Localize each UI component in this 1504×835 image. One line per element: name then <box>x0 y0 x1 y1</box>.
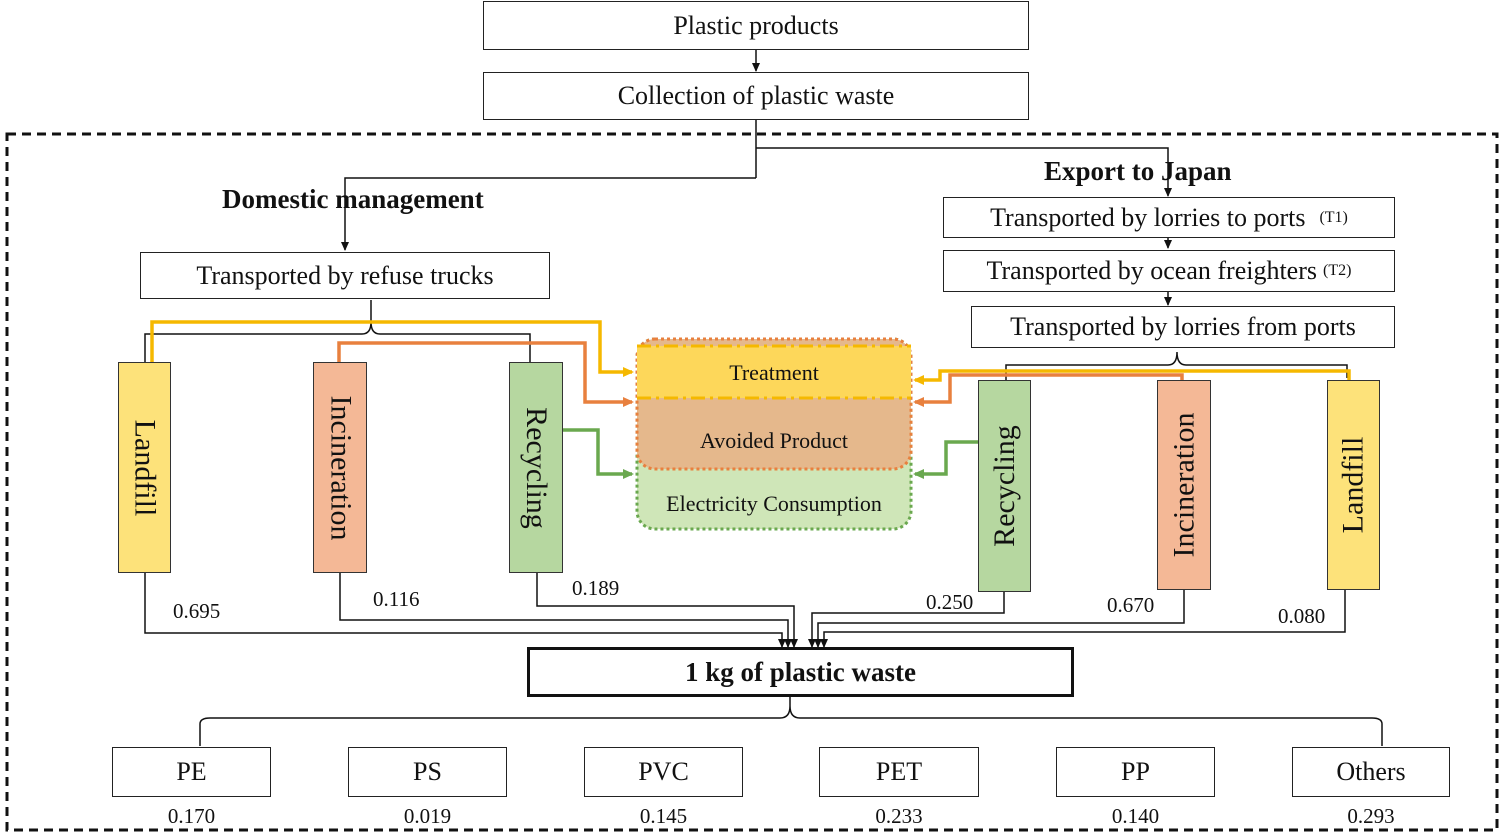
export-landfill-label: Landfill <box>1336 436 1370 534</box>
domestic-recycling-label: Recycling <box>520 406 554 529</box>
composition-ps-value: 0.019 <box>403 804 452 828</box>
flow-export-landfill-to-fu <box>820 590 1346 648</box>
composition-pet-value: 0.233 <box>875 804 923 828</box>
t2-tag: (T2) <box>1323 262 1352 279</box>
treatment-label: Treatment <box>729 360 819 385</box>
domestic-landfill-label: Landfill <box>128 419 162 516</box>
lorries-to-ports-label: Transported by lorries to ports <box>990 202 1306 232</box>
export-heading: Export to Japan <box>1044 156 1232 186</box>
composition-pet-box: PET <box>819 747 979 797</box>
composition-others-box: Others <box>1292 747 1450 797</box>
avoided-product-label: Avoided Product <box>699 428 849 453</box>
composition-pp-value: 0.140 <box>1111 804 1160 828</box>
composition-pvc-box: PVC <box>584 747 743 797</box>
composition-pe-box: PE <box>112 747 271 797</box>
domestic-recycling-value: 0.189 <box>572 576 620 600</box>
domestic-heading: Domestic management <box>222 184 484 214</box>
functional-unit-box: 1 kg of plastic waste <box>527 647 1074 697</box>
composition-ps-box: PS <box>348 747 507 797</box>
export-recycling-box: Recycling <box>978 380 1031 592</box>
export-landfill-box: Landfill <box>1327 380 1380 590</box>
flow-export-incineration-to-treatment <box>913 373 1184 407</box>
refuse-trucks-box: Transported by refuse trucks <box>140 252 550 299</box>
lorries-from-ports-box: Transported by lorries from ports <box>971 306 1395 348</box>
flow-export-recycling-to-fu <box>808 592 1005 648</box>
flow-export-recycling-to-electricity <box>913 440 978 479</box>
domestic-landfill-box: Landfill <box>118 362 171 573</box>
flow-export-landfill-to-treatment <box>913 369 1351 385</box>
flow-domestic-landfill-to-treatment <box>150 320 634 377</box>
flow-domestic-recycling-to-electricity <box>563 428 634 479</box>
export-incineration-label: Incineration <box>1167 412 1200 558</box>
electricity-consumption-label: Electricity Consumption <box>666 491 882 516</box>
composition-brace <box>199 705 1383 746</box>
flow-export-incineration-to-fu <box>814 590 1185 648</box>
flow-domestic-recycling-to-fu <box>536 573 798 648</box>
export-recycling-value: 0.250 <box>926 590 974 614</box>
domestic-incineration-label: Incineration <box>324 395 357 540</box>
domestic-landfill-value: 0.695 <box>173 599 221 623</box>
flow-domestic-incineration-to-treatment <box>337 341 634 407</box>
plastic-products-box: Plastic products <box>483 1 1029 50</box>
composition-others-value: 0.293 <box>1347 804 1395 828</box>
system-boundary <box>5 132 1499 832</box>
arrow-to-domestic <box>341 177 756 251</box>
t1-tag: (T1) <box>1319 208 1348 226</box>
domestic-incineration-box: Incineration <box>313 362 367 573</box>
export-incineration-box: Incineration <box>1157 380 1211 590</box>
export-incineration-value: 0.670 <box>1107 593 1155 617</box>
flow-domestic-landfill-to-fu <box>144 573 786 648</box>
lorries-to-ports-box: Transported by lorries to ports (T1) <box>943 197 1395 238</box>
export-landfill-value: 0.080 <box>1278 604 1326 628</box>
export-brace <box>1005 351 1348 380</box>
composition-pe-value: 0.170 <box>167 804 216 828</box>
flow-domestic-incineration-to-fu <box>339 573 792 648</box>
collection-box: Collection of plastic waste <box>483 72 1029 120</box>
composition-pvc-value: 0.145 <box>639 804 688 828</box>
ocean-freighters-label: Transported by ocean freighters <box>986 256 1317 285</box>
ocean-freighters-box: Transported by ocean freighters (T2) <box>943 250 1395 292</box>
export-recycling-label: Recycling <box>987 425 1021 547</box>
composition-pp-box: PP <box>1056 747 1215 797</box>
domestic-recycling-box: Recycling <box>509 362 563 573</box>
impact-categories-graphic <box>635 337 913 531</box>
domestic-incineration-value: 0.116 <box>373 587 420 611</box>
arrow-to-export <box>756 147 1172 197</box>
